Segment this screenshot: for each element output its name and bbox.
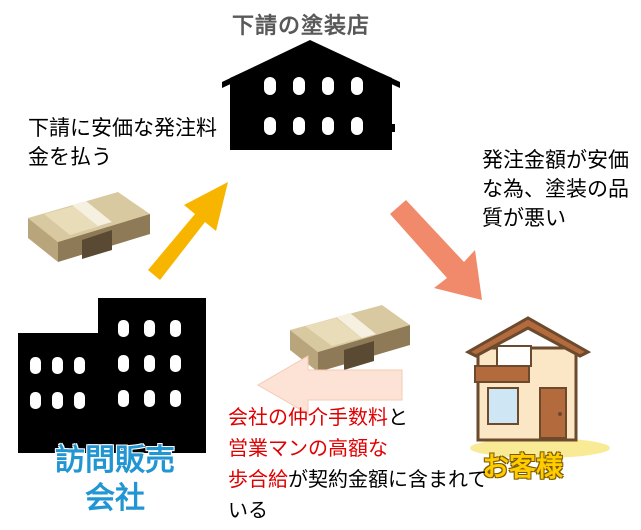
commission-note: 会社の仲介手数料と 営業マンの高額な 歩合給が契約金額に含まれている (228, 402, 488, 526)
subcontractor-title: 下請の塗装店 (232, 14, 371, 39)
money-bundle-icon (290, 305, 410, 372)
company-label-line1: 訪問販売 (55, 443, 175, 478)
arrow-left-icon (257, 355, 403, 415)
company-building-icon (18, 298, 206, 453)
included-in-contract-text: が契約金額に含まれている (228, 467, 488, 522)
arrow-down-right-icon (390, 200, 482, 300)
quality-note: 発注金額が安価な為、塗装の品質が悪い (482, 148, 629, 230)
customer-house-icon (464, 316, 610, 458)
payment-note: 下請に安価な発注料金を払う (28, 116, 217, 169)
commission-fee-text: 会社の仲介手数料 (228, 405, 388, 429)
company-label-line2: 会社 (85, 481, 145, 516)
customer-label: お客様 (482, 452, 563, 483)
connector-text: と (388, 405, 408, 429)
arrow-up-right-icon (148, 182, 228, 280)
subcontractor-building-icon (222, 40, 400, 150)
money-bundle-icon (28, 192, 150, 262)
company-label: 訪問販売 会社 (30, 442, 200, 518)
sales-commission-text: 営業マンの高額な (228, 436, 388, 460)
bonus-pay-text: 歩合給 (228, 467, 288, 491)
